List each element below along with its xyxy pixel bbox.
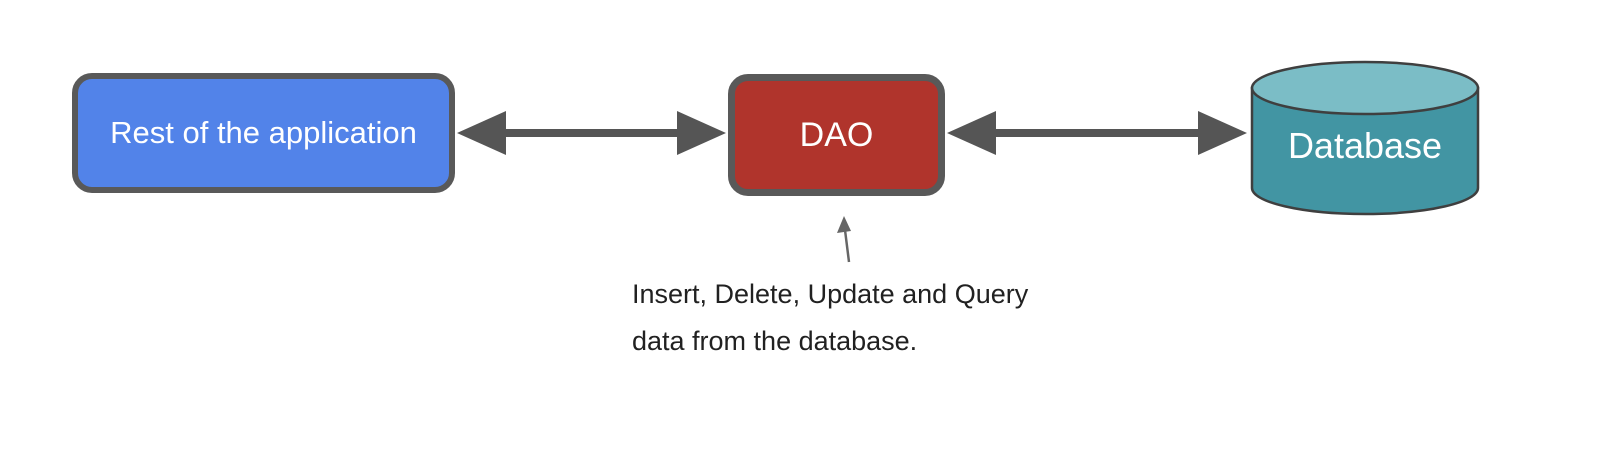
node-dao-label: DAO <box>799 115 874 154</box>
node-dao[interactable]: DAO <box>728 74 945 196</box>
cylinder-top <box>1250 60 1480 116</box>
node-database[interactable]: Database <box>1247 60 1483 220</box>
arrow-shaft <box>992 129 1203 137</box>
cylinder-body <box>1250 86 1480 216</box>
annotation-arrow-icon <box>837 216 851 263</box>
annotation-caption-line1: Insert, Delete, Update and Query <box>632 279 1029 309</box>
annotation-arrow-head <box>837 216 851 233</box>
double-arrow-dao-database[interactable] <box>946 109 1248 157</box>
node-rest-of-application-label: Rest of the application <box>110 115 417 150</box>
double-arrow-app-dao[interactable] <box>456 109 727 157</box>
annotation-arrow-shaft <box>843 229 851 263</box>
annotation-caption-line2: data from the database. <box>632 326 918 356</box>
arrow-right-head <box>1198 111 1247 155</box>
node-database-label: Database <box>1288 125 1442 166</box>
node-rest-of-application[interactable]: Rest of the application <box>72 73 455 193</box>
arrow-shaft <box>502 129 682 137</box>
arrow-left-head <box>457 111 506 155</box>
annotation-caption: Insert, Delete, Update and Query data fr… <box>632 271 1028 365</box>
arrow-left-head <box>947 111 996 155</box>
arrow-right-head <box>677 111 726 155</box>
